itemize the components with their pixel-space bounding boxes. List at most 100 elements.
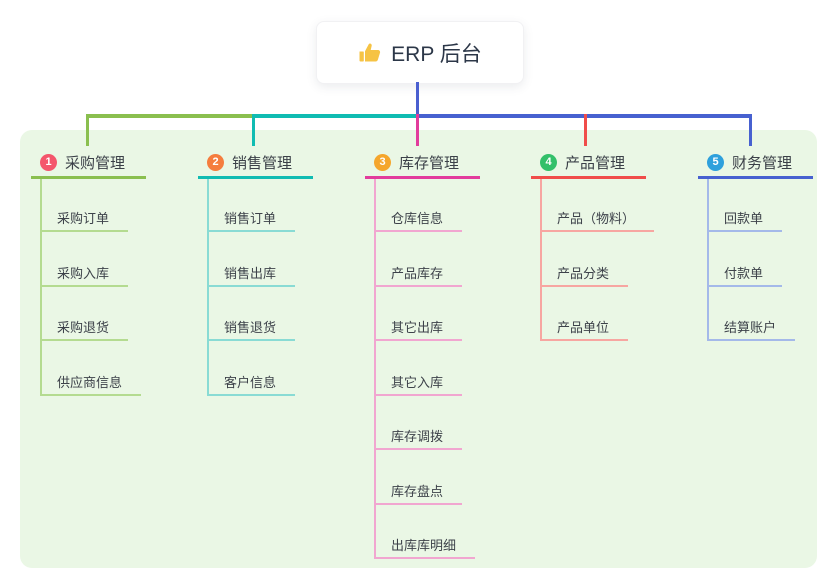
branch-label: 财务管理 [732, 154, 793, 172]
child-underline [374, 394, 462, 396]
child-node[interactable]: 产品（物料） [557, 209, 635, 227]
child-node-label: 销售出库 [224, 266, 277, 281]
branch-spine-line [540, 179, 542, 341]
child-node-label: 仓库信息 [391, 211, 444, 226]
branch-node-3[interactable]: 3 库存管理 [374, 149, 459, 175]
child-node-label: 库存调拨 [391, 429, 444, 444]
branch-drop-line [749, 114, 752, 146]
trunk-segment-green [86, 114, 255, 118]
branch-spine-line [40, 179, 42, 396]
branch-underline [198, 176, 313, 179]
branch-spine-line [207, 179, 209, 396]
child-node-label: 库存盘点 [391, 484, 444, 499]
branch-badge: 1 [40, 153, 57, 171]
child-node[interactable]: 产品库存 [391, 264, 443, 282]
branch-badge: 5 [707, 153, 724, 171]
branch-badge: 2 [207, 153, 224, 171]
child-node[interactable]: 采购退货 [57, 318, 109, 336]
branch-node-2[interactable]: 2 销售管理 [207, 149, 292, 175]
child-node[interactable]: 采购订单 [57, 209, 109, 227]
child-node-label: 产品分类 [557, 266, 610, 281]
child-underline [40, 285, 128, 287]
child-node-label: 销售订单 [224, 211, 277, 226]
branches-panel [20, 130, 817, 568]
child-underline [374, 339, 462, 341]
child-node[interactable]: 供应商信息 [57, 373, 122, 391]
child-underline [707, 339, 795, 341]
child-node-label: 产品库存 [391, 266, 444, 281]
child-node[interactable]: 结算账户 [724, 318, 776, 336]
child-underline [540, 285, 628, 287]
branch-label: 产品管理 [565, 154, 626, 172]
child-underline [40, 339, 128, 341]
child-node[interactable]: 库存盘点 [391, 482, 443, 500]
branch-underline [31, 176, 146, 179]
child-node-label: 结算账户 [724, 320, 777, 335]
child-node[interactable]: 出库库明细 [391, 536, 456, 554]
child-node-label: 采购入库 [57, 266, 110, 281]
child-node[interactable]: 库存调拨 [391, 427, 443, 445]
child-node[interactable]: 销售出库 [224, 264, 276, 282]
child-node-label: 产品（物料） [557, 211, 636, 226]
branch-underline [698, 176, 813, 179]
child-underline [40, 394, 141, 396]
branch-drop-line [86, 114, 89, 146]
child-node-label: 销售退货 [224, 320, 277, 335]
branch-label: 采购管理 [65, 154, 126, 172]
trunk-segment-teal [255, 114, 416, 118]
root-connector-line [416, 82, 419, 118]
child-underline [540, 230, 654, 232]
child-node[interactable]: 客户信息 [224, 373, 276, 391]
child-underline [207, 230, 295, 232]
child-node-label: 出库库明细 [391, 538, 457, 553]
child-underline [374, 230, 462, 232]
root-node[interactable]: ERP 后台 [316, 21, 524, 84]
child-node[interactable]: 销售退货 [224, 318, 276, 336]
branch-spine-line [374, 179, 376, 559]
child-node[interactable]: 其它入库 [391, 373, 443, 391]
child-underline [207, 394, 295, 396]
child-underline [207, 339, 295, 341]
child-node-label: 付款单 [724, 266, 764, 281]
root-node-label: ERP 后台 [391, 42, 482, 66]
child-node[interactable]: 其它出库 [391, 318, 443, 336]
child-underline [707, 230, 782, 232]
branch-label: 销售管理 [232, 154, 293, 172]
child-node[interactable]: 销售订单 [224, 209, 276, 227]
branch-node-4[interactable]: 4 产品管理 [540, 149, 625, 175]
child-underline [374, 503, 462, 505]
child-underline [374, 557, 475, 559]
child-node[interactable]: 回款单 [724, 209, 763, 227]
child-node[interactable]: 付款单 [724, 264, 763, 282]
child-node-label: 其它出库 [391, 320, 444, 335]
branch-badge: 4 [540, 153, 557, 171]
child-underline [707, 285, 782, 287]
child-node-label: 其它入库 [391, 375, 444, 390]
child-node-label: 采购退货 [57, 320, 110, 335]
branch-label: 库存管理 [399, 154, 460, 172]
child-node-label: 产品单位 [557, 320, 610, 335]
child-node-label: 客户信息 [224, 375, 277, 390]
child-node[interactable]: 产品单位 [557, 318, 609, 336]
branch-node-1[interactable]: 1 采购管理 [40, 149, 125, 175]
child-underline [40, 230, 128, 232]
child-node[interactable]: 采购入库 [57, 264, 109, 282]
child-node[interactable]: 产品分类 [557, 264, 609, 282]
child-underline [374, 448, 462, 450]
child-node-label: 供应商信息 [57, 375, 123, 390]
thumbs-up-icon [359, 43, 381, 61]
child-node-label: 采购订单 [57, 211, 110, 226]
branch-drop-line [252, 114, 255, 146]
child-underline [540, 339, 628, 341]
child-node[interactable]: 仓库信息 [391, 209, 443, 227]
branch-underline [365, 176, 480, 179]
branch-underline [531, 176, 646, 179]
branch-badge: 3 [374, 153, 391, 171]
child-underline [374, 285, 462, 287]
branch-node-5[interactable]: 5 财务管理 [707, 149, 792, 175]
branch-drop-line [416, 114, 419, 146]
branch-spine-line [707, 179, 709, 341]
child-node-label: 回款单 [724, 211, 764, 226]
child-underline [207, 285, 295, 287]
